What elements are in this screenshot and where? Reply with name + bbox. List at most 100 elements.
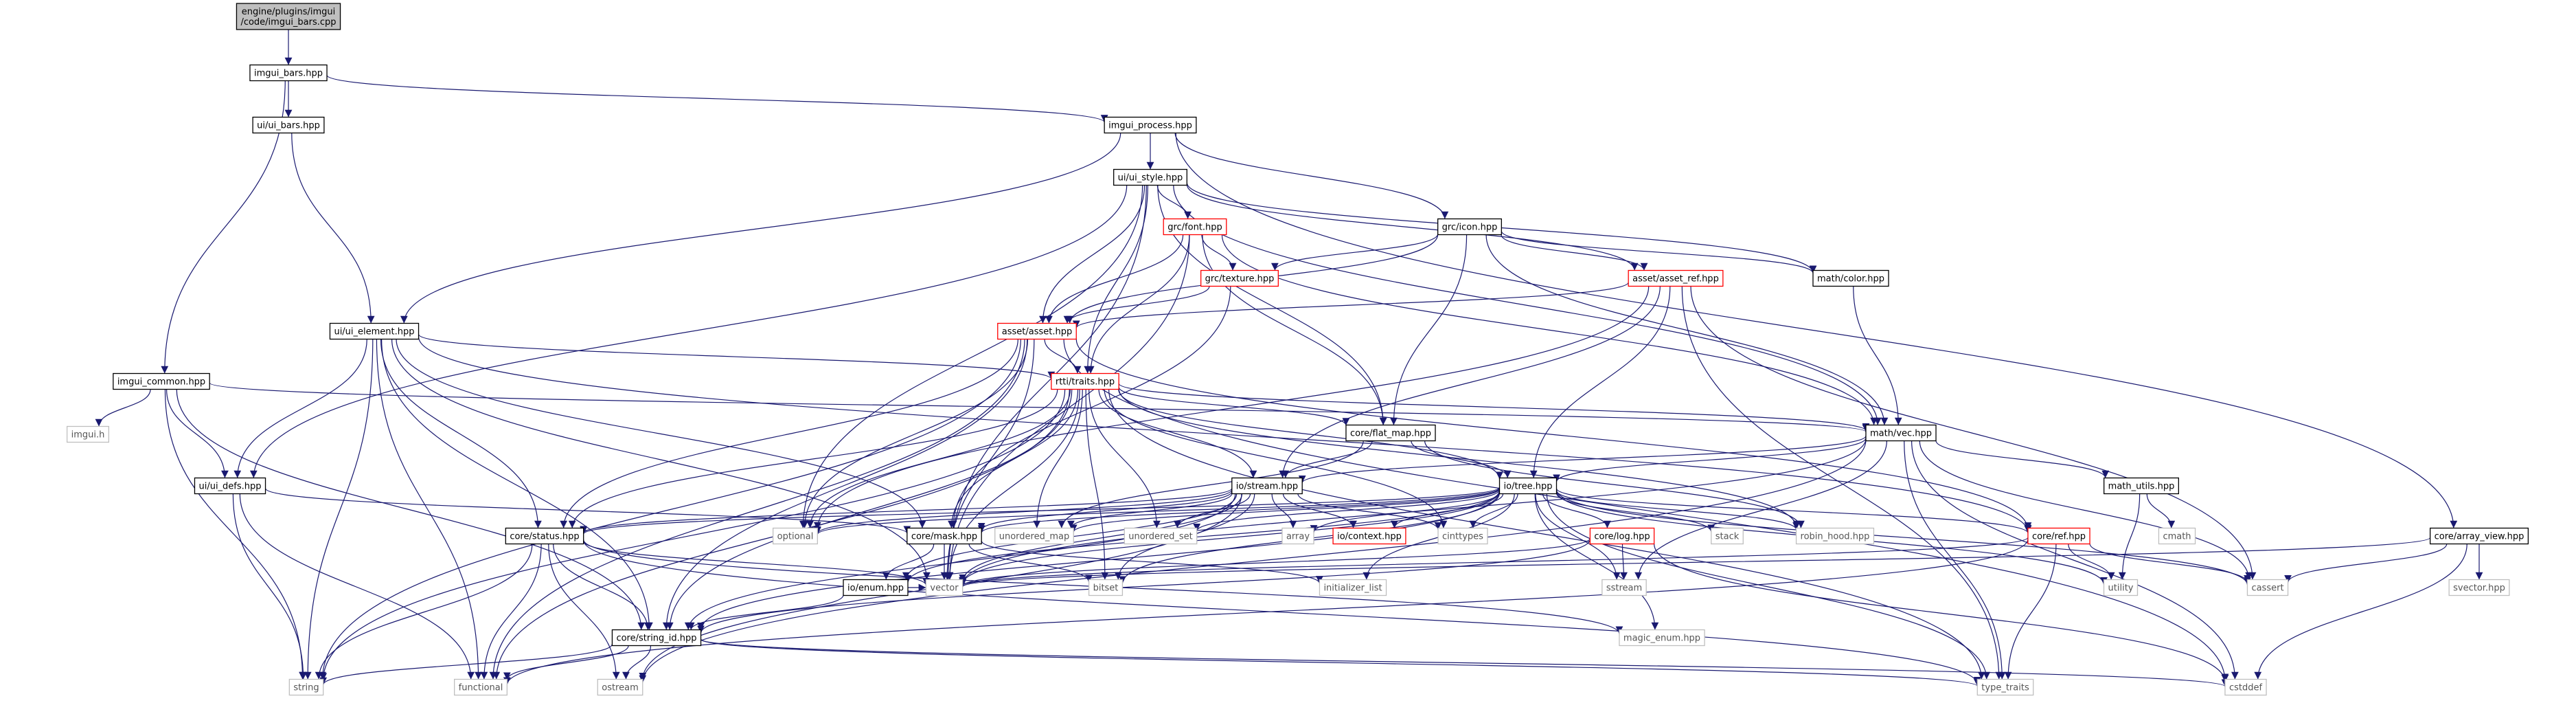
node-label: math/vec.hpp <box>1870 429 1932 439</box>
edge-rtti-traits-to-unordered-map <box>1033 389 1083 528</box>
edge-io-stream-to-vector <box>959 493 1243 582</box>
node-box <box>1711 527 1744 545</box>
edge-ui-element-to-core-ref <box>418 336 2032 533</box>
node-cstddef: cstddef <box>2224 678 2267 696</box>
edge-grc-icon-to-grc-texture <box>1271 234 1439 271</box>
node-label: ui/ui_defs.hpp <box>198 482 261 492</box>
node-core-status[interactable]: core/status.hpp <box>505 527 584 545</box>
node-box <box>2448 579 2510 596</box>
node-imgui-process[interactable]: imgui_process.hpp <box>1104 116 1197 134</box>
node-asset[interactable]: asset/asset.hpp <box>997 322 1077 340</box>
node-io-stream[interactable]: io/stream.hpp <box>1231 477 1303 495</box>
edge-ui-defs-to-string <box>232 493 308 680</box>
edge-core-log-to-cstddef <box>1654 544 2229 682</box>
edge-rtti-traits-to-flat-map <box>1118 387 1350 426</box>
edge-core-log-to-sstream <box>1620 544 1628 580</box>
node-box <box>1104 116 1197 134</box>
edge-io-tree-to-unordered-set <box>1193 489 1501 532</box>
node-label: /code/imgui_bars.cpp <box>240 17 336 27</box>
edge-io-tree-to-array <box>1310 491 1501 533</box>
node-math-vec[interactable]: math/vec.hpp <box>1865 424 1937 442</box>
node-box <box>2246 579 2289 596</box>
edge-grc-font-to-asset <box>1045 234 1184 324</box>
edge-rtti-traits-to-string <box>319 389 1066 681</box>
node-initializer-list: initializer_list <box>1319 579 1387 596</box>
node-core-mask[interactable]: core/mask.hpp <box>907 527 982 545</box>
node-box <box>252 116 325 134</box>
node-label: svector.hpp <box>2453 583 2505 594</box>
edge-grc-icon-to-asset-ref <box>1501 234 1648 271</box>
node-label: type_traits <box>1981 683 2029 693</box>
node-label: bitset <box>1093 583 1119 594</box>
node-root[interactable]: engine/plugins/imgui/code/imgui_bars.cpp <box>236 3 341 30</box>
node-unordered-map: unordered_map <box>994 527 1074 545</box>
node-label: core/log.hpp <box>1594 532 1650 542</box>
edge-imgui-process-to-core-array-view <box>1175 133 2458 528</box>
node-imgui-common[interactable]: imgui_common.hpp <box>113 372 210 390</box>
edge-ui-defs-to-functional <box>239 493 475 680</box>
node-box <box>1231 477 1303 495</box>
edge-grc-font-to-flat-map <box>1202 234 1387 425</box>
node-rtti-traits[interactable]: rtti/traits.hpp <box>1051 372 1119 390</box>
node-box <box>2158 527 2196 545</box>
node-box <box>2104 477 2179 495</box>
node-label: unordered_map <box>999 532 1070 542</box>
node-core-string-id[interactable]: core/string_id.hpp <box>611 629 702 647</box>
node-io-tree[interactable]: io/tree.hpp <box>1498 477 1558 495</box>
edge-math-vec-to-cassert <box>1919 440 2253 580</box>
node-string: string <box>288 678 324 696</box>
edge-grc-icon-to-math-vec <box>1485 234 1889 425</box>
node-grc-font[interactable]: grc/font.hpp <box>1163 218 1227 236</box>
edge-asset-to-optional <box>801 339 1029 528</box>
node-box <box>997 322 1077 340</box>
node-math-color[interactable]: math/color.hpp <box>1812 269 1889 287</box>
node-imgui-h: imgui.h <box>66 425 110 443</box>
node-ui-element[interactable]: ui/ui_element.hpp <box>329 322 420 340</box>
node-stack: stack <box>1711 527 1744 545</box>
node-box <box>1976 678 2034 696</box>
node-label: io/context.hpp <box>1337 532 1402 542</box>
edge-imgui-common-to-imgui-h <box>95 389 151 427</box>
node-ui-style[interactable]: ui/ui_style.hpp <box>1113 168 1187 186</box>
node-layer: engine/plugins/imgui/code/imgui_bars.cpp… <box>66 3 2529 696</box>
edge-flat-map-to-robin-hood <box>1424 440 1805 528</box>
node-label: cinttypes <box>1442 532 1483 542</box>
node-box <box>1628 269 1724 287</box>
node-cassert: cassert <box>2246 579 2289 596</box>
node-imgui-bars[interactable]: imgui_bars.hpp <box>249 64 328 82</box>
node-math-utils[interactable]: math_utils.hpp <box>2104 477 2179 495</box>
node-ui-bars[interactable]: ui/ui_bars.hpp <box>252 116 325 134</box>
node-box <box>1163 218 1227 236</box>
edge-core-ref-to-cassert <box>2089 543 2251 583</box>
node-core-array-view[interactable]: core/array_view.hpp <box>2429 527 2529 545</box>
node-box <box>1602 579 1647 596</box>
node-label: asset/asset_ref.hpp <box>1632 274 1719 284</box>
node-box <box>288 678 324 696</box>
node-ui-defs[interactable]: ui/ui_defs.hpp <box>194 477 266 495</box>
node-core-log[interactable]: core/log.hpp <box>1589 527 1655 545</box>
node-grc-texture[interactable]: grc/texture.hpp <box>1200 269 1279 287</box>
node-label: grc/icon.hpp <box>1442 223 1498 233</box>
node-box <box>236 3 341 30</box>
edge-asset-ref-to-io-tree <box>1529 286 1671 478</box>
edge-io-tree-to-cassert <box>1555 489 2251 585</box>
edge-io-tree-to-core-string-id <box>697 491 1501 630</box>
node-type-traits: type_traits <box>1976 678 2034 696</box>
node-box <box>1200 269 1279 287</box>
node-io-enum[interactable]: io/enum.hpp <box>843 579 909 596</box>
node-io-context[interactable]: io/context.hpp <box>1332 527 1406 545</box>
node-box <box>2027 527 2090 545</box>
node-cinttypes: cinttypes <box>1437 527 1488 545</box>
node-box <box>113 372 210 390</box>
node-box <box>194 477 266 495</box>
node-flat-map[interactable]: core/flat_map.hpp <box>1345 424 1436 442</box>
node-grc-icon[interactable]: grc/icon.hpp <box>1437 218 1502 236</box>
node-asset-ref[interactable]: asset/asset_ref.hpp <box>1628 269 1724 287</box>
node-core-ref[interactable]: core/ref.hpp <box>2027 527 2090 545</box>
edge-core-string-id-to-string <box>319 643 613 685</box>
node-bitset: bitset <box>1088 579 1124 596</box>
edge-io-tree-to-optional <box>814 487 1501 535</box>
edge-io-tree-to-core-mask <box>978 488 1501 533</box>
edge-io-tree-to-core-ref <box>1555 488 2032 534</box>
node-label: cmath <box>2163 532 2191 542</box>
